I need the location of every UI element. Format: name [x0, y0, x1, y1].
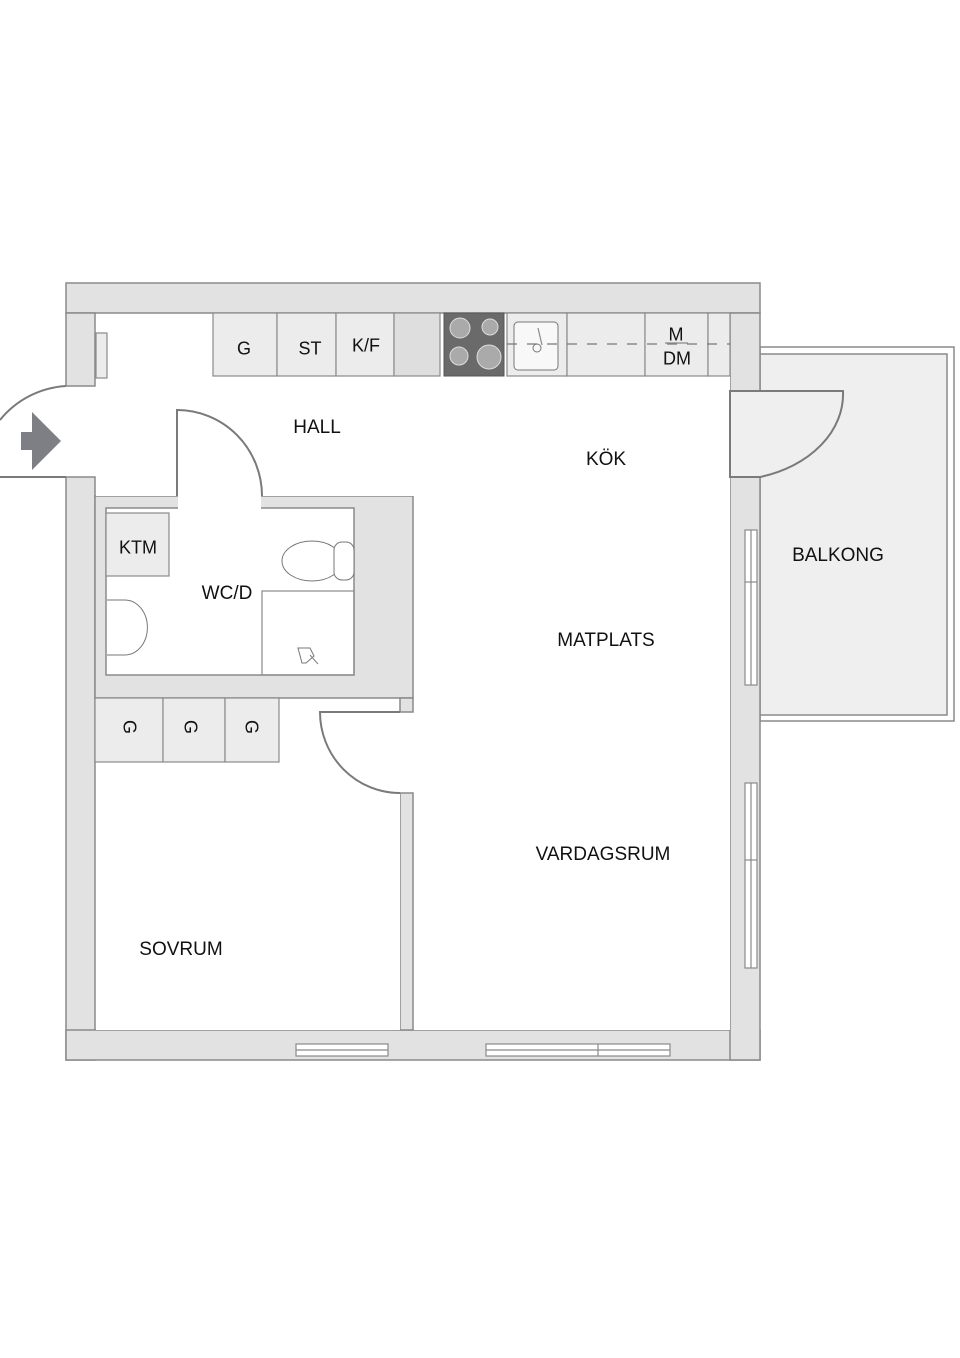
wardrobe-label: G: [241, 719, 262, 735]
toilet-icon: [281, 540, 343, 582]
ktm-label: KTM: [119, 537, 157, 558]
entrance-arrow-icon: [21, 412, 61, 470]
kitchen-g-label: G: [236, 338, 252, 359]
kitchen-counter: [212, 312, 731, 377]
wardrobes: [94, 697, 280, 763]
washbasin-icon: [107, 599, 148, 656]
wardrobe-label: G: [180, 719, 201, 735]
sink-icon: [513, 321, 559, 371]
room-label-balkong: BALKONG: [792, 545, 884, 566]
shower-icon: [297, 647, 315, 664]
room-label-sovrum: SOVRUM: [139, 939, 223, 960]
windows: [95, 332, 758, 1057]
room-label-vardagsrum: VARDAGSRUM: [535, 844, 671, 865]
st-label: ST: [298, 338, 322, 359]
room-label-kok: KÖK: [585, 449, 627, 470]
room-label-hall: HALL: [293, 417, 341, 438]
wc-fixtures: [105, 512, 355, 676]
dm-label: DM: [663, 348, 691, 369]
wardrobe-label: G: [119, 719, 140, 735]
m-label: M: [668, 324, 684, 345]
doors: [0, 385, 845, 794]
kf-label: K/F: [351, 335, 381, 356]
room-label-wcd: WC/D: [201, 583, 253, 604]
room-label-matplats: MATPLATS: [557, 630, 655, 651]
